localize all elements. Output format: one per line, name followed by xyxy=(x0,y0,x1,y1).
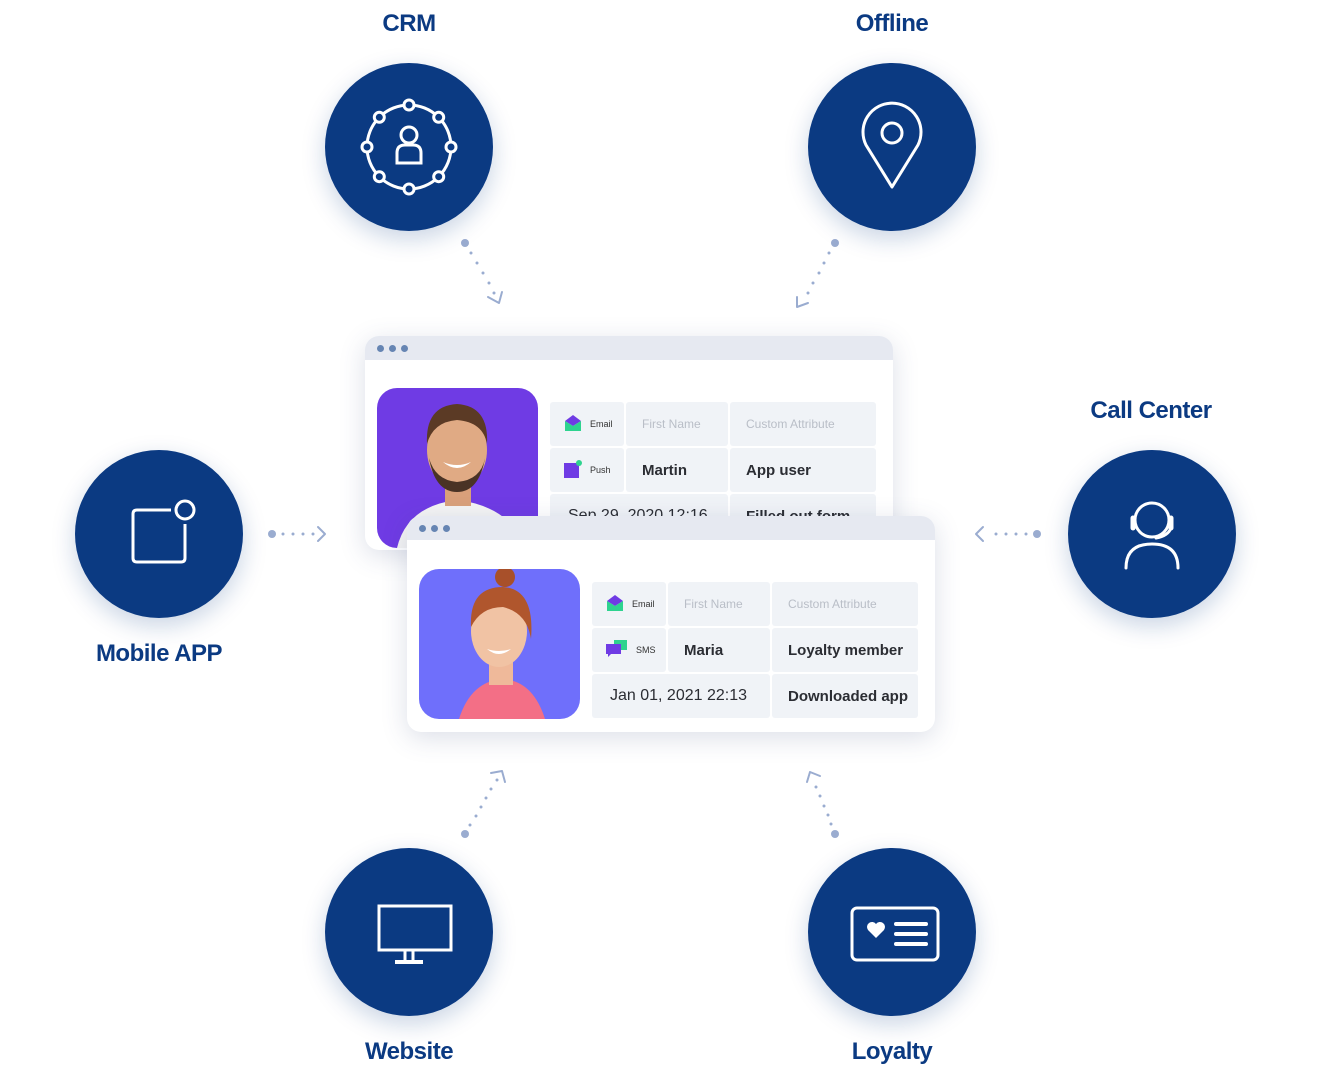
avatar-maria xyxy=(419,569,580,719)
person-photo-woman xyxy=(459,569,545,719)
connector-crm xyxy=(461,239,503,304)
node-mobile-app[interactable] xyxy=(75,450,243,618)
window-dot xyxy=(419,524,426,532)
node-offline[interactable] xyxy=(808,63,976,231)
sms-icon xyxy=(606,640,628,660)
event-timestamp: Jan 01, 2021 22:13 xyxy=(592,674,770,718)
custom-attribute-header: Custom Attribute xyxy=(730,402,876,446)
push-icon xyxy=(564,460,582,480)
node-label-call-center: Call Center xyxy=(1090,397,1212,424)
table-row: SMS Maria Loyalty member xyxy=(592,628,918,672)
node-label-website: Website xyxy=(364,1038,454,1065)
node-website[interactable] xyxy=(325,848,493,1016)
node-label-offline: Offline xyxy=(855,10,929,37)
window-titlebar xyxy=(407,516,935,540)
node-label-mobile-app: Mobile APP xyxy=(95,640,223,667)
window-titlebar xyxy=(365,336,893,360)
first-name-header: First Name xyxy=(668,582,770,626)
connector-loyalty xyxy=(806,771,839,838)
table-row: Email First Name Custom Attribute xyxy=(550,402,876,446)
first-name-header: First Name xyxy=(626,402,728,446)
table-row: Jan 01, 2021 22:13 Downloaded app xyxy=(592,674,918,718)
channel-cell-email: Email xyxy=(550,402,624,446)
window-dot xyxy=(431,524,438,532)
headset-agent-icon xyxy=(1124,501,1180,570)
connector-offline xyxy=(796,239,839,308)
email-icon xyxy=(606,595,624,613)
desktop-monitor-icon xyxy=(377,904,453,964)
node-loyalty[interactable] xyxy=(808,848,976,1016)
email-icon xyxy=(564,415,582,433)
table-row: Push Martin App user xyxy=(550,448,876,492)
event-description: Downloaded app xyxy=(772,674,918,718)
node-label-crm: CRM xyxy=(382,10,436,37)
channel-cell-push: Push xyxy=(550,448,624,492)
crm-network-user-icon xyxy=(360,98,458,196)
channel-cell-email: Email xyxy=(592,582,666,626)
profile-card-maria: Email First Name Custom Attribute SMS Ma… xyxy=(407,516,935,732)
connector-mobile-app xyxy=(268,526,326,542)
node-crm[interactable] xyxy=(325,63,493,231)
node-call-center[interactable] xyxy=(1068,450,1236,618)
channel-cell-sms: SMS xyxy=(592,628,666,672)
custom-attribute-value: App user xyxy=(730,448,876,492)
profile-table-maria: Email First Name Custom Attribute SMS Ma… xyxy=(590,580,920,720)
connector-website xyxy=(461,770,506,838)
connector-call-center xyxy=(975,526,1041,542)
location-pin-icon xyxy=(861,101,923,189)
loyalty-card-icon xyxy=(850,906,940,962)
window-dot xyxy=(377,344,384,352)
first-name-value: Maria xyxy=(668,628,770,672)
table-row: Email First Name Custom Attribute xyxy=(592,582,918,626)
custom-attribute-value: Loyalty member xyxy=(772,628,918,672)
window-dot xyxy=(443,524,450,532)
window-dot xyxy=(389,344,396,352)
window-dot xyxy=(401,344,408,352)
app-notification-icon xyxy=(131,499,196,564)
node-label-loyalty: Loyalty xyxy=(851,1038,933,1065)
first-name-value: Martin xyxy=(626,448,728,492)
custom-attribute-header: Custom Attribute xyxy=(772,582,918,626)
